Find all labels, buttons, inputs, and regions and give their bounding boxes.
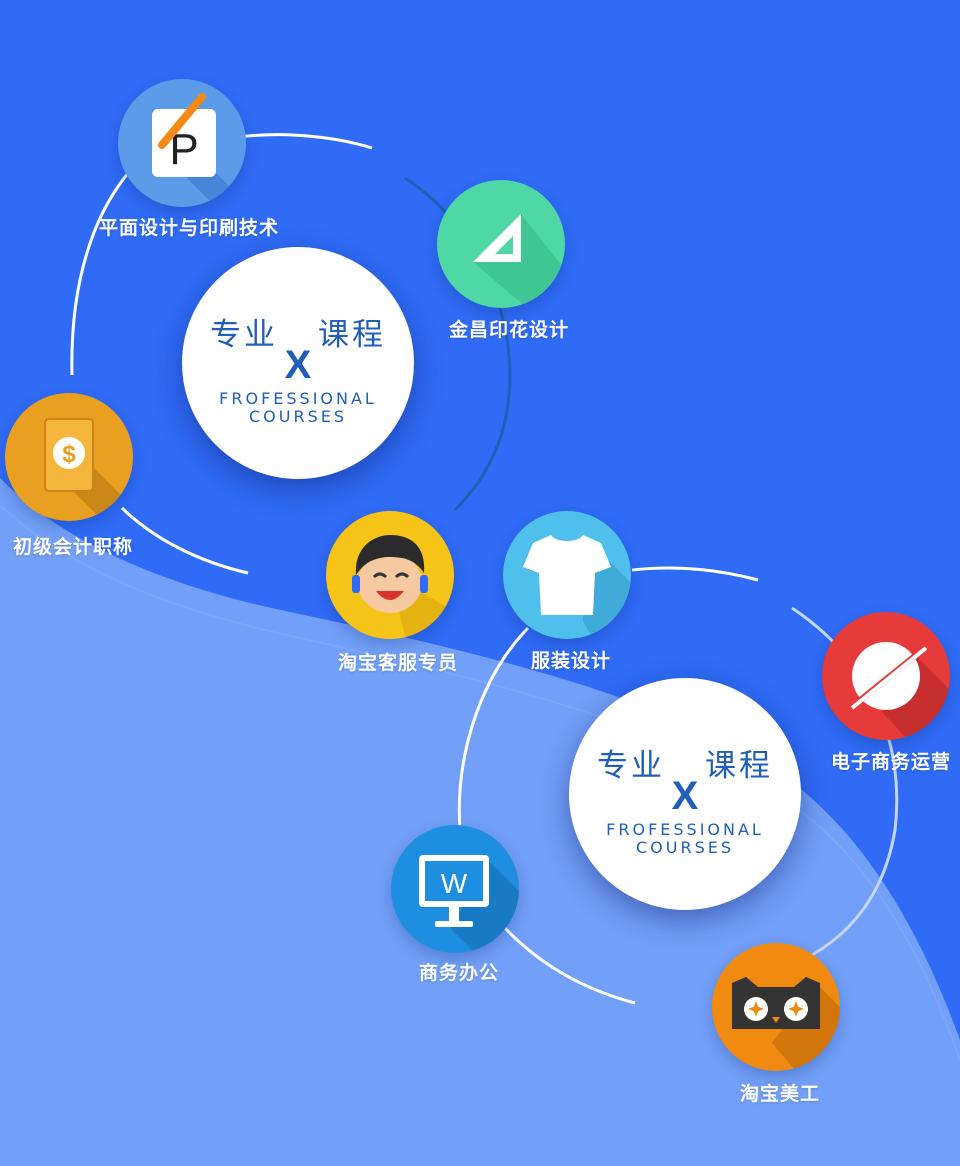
monitor-w-icon: W <box>419 855 519 953</box>
hub-x-mark: X <box>671 774 699 818</box>
hub-title-left: 专业 <box>597 748 665 784</box>
hub-title: 专业 课程 <box>569 740 801 785</box>
planet-icon <box>846 639 950 740</box>
svg-text:W: W <box>441 868 468 899</box>
professional-courses-hub: 专业 课程 X FROFESSIONAL COURSES <box>182 247 414 479</box>
hub-en-line1: FROFESSIONAL <box>606 820 764 839</box>
hub-en-line2: COURSES <box>635 838 734 857</box>
dollar-card-icon: $ <box>44 418 133 521</box>
tshirt-icon <box>523 535 631 639</box>
hub-en-line2: COURSES <box>248 407 347 426</box>
hub-title-right: 课程 <box>705 748 773 784</box>
hub-title: 专业 课程 <box>182 309 414 354</box>
course-node[interactable] <box>326 511 454 639</box>
course-label: 平面设计与印刷技术 <box>98 217 280 239</box>
course-node[interactable] <box>822 612 950 740</box>
course-node[interactable]: P <box>118 79 246 207</box>
set-square-icon <box>473 214 565 308</box>
hub-title-right: 课程 <box>318 317 386 353</box>
course-node[interactable]: $ <box>5 393 133 521</box>
headset-boy-icon <box>352 535 454 639</box>
course-label: 服装设计 <box>530 650 612 672</box>
course-label: 淘宝客服专员 <box>337 652 459 674</box>
course-node[interactable]: W <box>391 825 519 953</box>
course-node[interactable] <box>712 943 840 1071</box>
course-label: 初级会计职称 <box>12 536 134 558</box>
course-label: 商务办公 <box>418 962 500 984</box>
professional-courses-hub: 专业 课程 X FROFESSIONAL COURSES <box>569 678 801 910</box>
hub-x-mark: X <box>284 343 312 387</box>
tmall-cat-icon <box>732 977 840 1071</box>
course-node[interactable] <box>503 511 631 639</box>
hub-title-left: 专业 <box>210 317 278 353</box>
course-node[interactable] <box>437 180 565 308</box>
svg-text:$: $ <box>62 441 76 468</box>
course-label: 淘宝美工 <box>739 1083 821 1105</box>
course-label: 金昌印花设计 <box>448 319 570 341</box>
p-document-icon: P <box>152 93 246 207</box>
course-label: 电子商务运营 <box>830 751 952 773</box>
hub-en-line1: FROFESSIONAL <box>219 389 377 408</box>
